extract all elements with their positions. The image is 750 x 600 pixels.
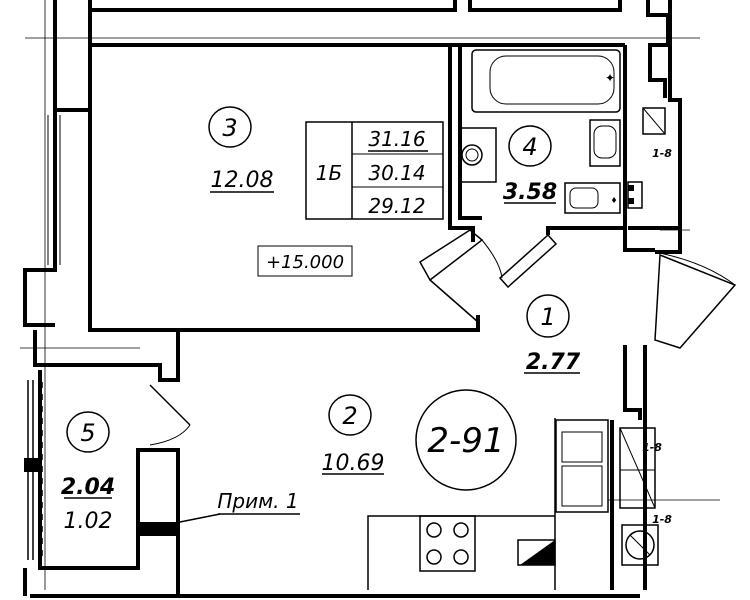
room-1-marker [526,294,570,338]
shaft-label-2: 1-8 [642,441,662,454]
area-table [305,121,444,220]
room-3-number: 3 [222,114,237,142]
room-4-marker [508,125,552,167]
apartment-type: 1Б [316,161,342,185]
room-1-number: 1 [540,303,555,331]
room-5-number: 5 [80,419,95,447]
room-3-marker [208,106,252,148]
living-area-2: 29.12 [368,194,425,218]
doors [149,229,737,446]
shaft-label-3: 1-8 [652,513,672,526]
plan-label: 2-91 [427,421,504,461]
axis-lines [20,0,720,590]
plan-label-circle [415,389,517,491]
room-3-area: 12.08 [211,168,274,193]
note-leader [179,513,221,523]
washing-machine [459,127,497,183]
svg-text:♦: ♦ [611,195,616,206]
bathtub: ✦ [471,49,621,113]
room-2-number: 2 [342,402,357,430]
windows [24,115,178,560]
total-area: 31.16 [368,127,425,151]
shafts [619,107,666,566]
room-5-marker [66,411,110,453]
room-4-area: 3.58 [503,180,557,205]
shaft-label-1: 1-8 [652,147,672,160]
kitchen-counter [367,418,609,590]
bathroom-sink [589,119,621,167]
elevation-mark: +15.000 [266,252,344,273]
toilet: ♦ [564,182,621,214]
room-2-marker [328,394,372,436]
svg-text:✦: ✦ [605,71,615,85]
elevation-box [257,245,353,277]
room-1-area: 2.77 [526,350,581,375]
room-5-reduced-area: 1.02 [64,509,113,534]
walls [23,0,682,598]
room-4-number: 4 [522,133,537,161]
living-area-1: 30.14 [368,161,425,185]
note-label: Прим. 1 [217,489,298,513]
room-2-area: 10.69 [322,451,385,476]
room-5-area: 2.04 [61,475,115,500]
